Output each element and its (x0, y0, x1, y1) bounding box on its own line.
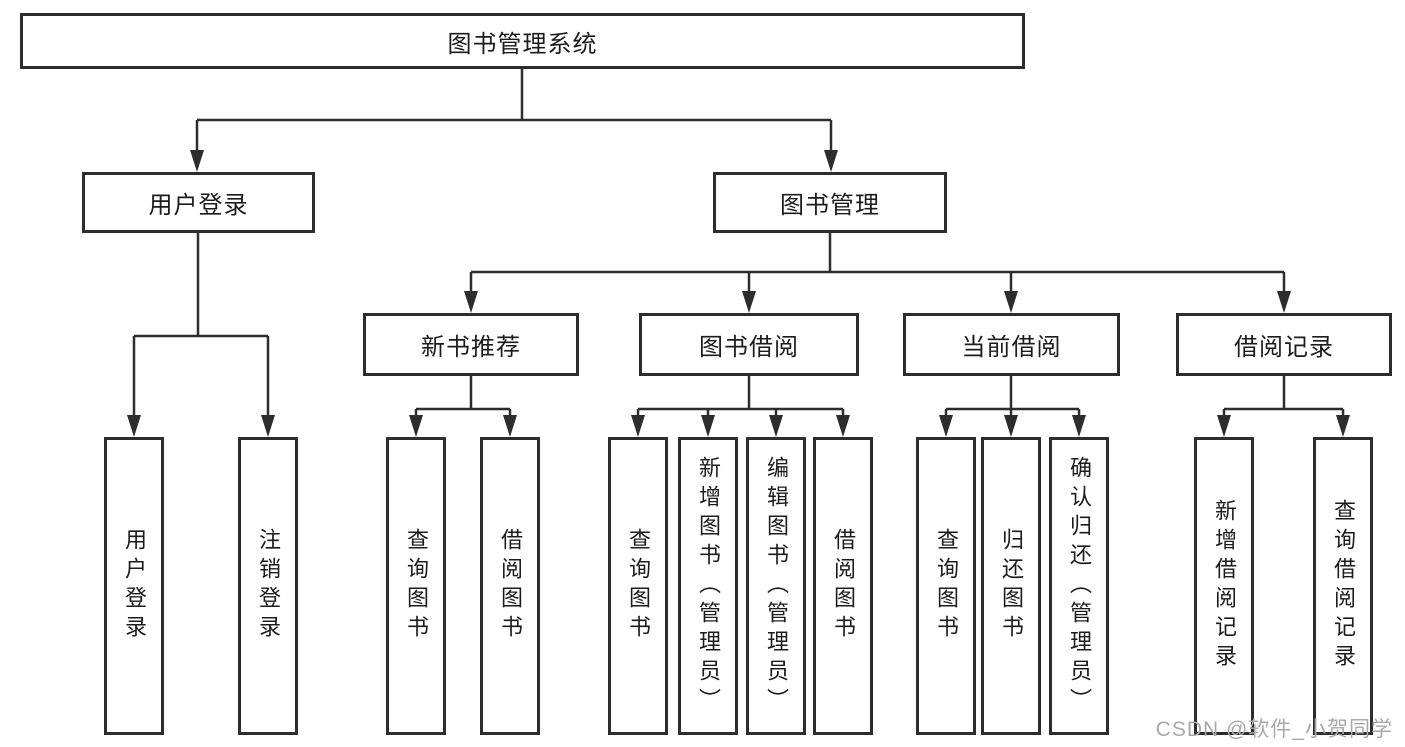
leaf-borrow-edit-books-admin: 编辑图书（管理员） (746, 437, 806, 735)
leaf-recommend-query-books: 查询图书 (386, 437, 446, 735)
arrow-down-icon (190, 150, 204, 172)
node-label: 新书推荐 (421, 334, 521, 361)
connector-userlogin-split (132, 232, 270, 420)
node-label: 当前借阅 (961, 334, 1062, 361)
leaf-recommend-borrow-books: 借阅图书 (480, 437, 540, 735)
node-label: 用户登录 (122, 528, 147, 644)
node-label: 新增借阅记录 (1212, 499, 1237, 673)
arrow-down-icon (1336, 415, 1350, 437)
arrow-down-icon (769, 415, 783, 437)
arrow-down-icon (127, 415, 141, 437)
node-label: 用户登录 (148, 192, 249, 219)
arrow-down-icon (261, 415, 275, 437)
arrow-down-icon (742, 291, 756, 313)
connector-current-split (944, 375, 1081, 420)
leaf-current-confirm-return-admin: 确认归还（管理员） (1049, 437, 1109, 735)
arrow-down-icon (503, 415, 517, 437)
node-label: 借阅图书 (831, 528, 856, 644)
arrow-down-icon (1217, 415, 1231, 437)
arrow-down-icon (464, 291, 478, 313)
node-user-login: 用户登录 (82, 172, 315, 233)
node-system-root: 图书管理系统 (20, 13, 1025, 69)
leaf-borrow-add-books-admin: 新增图书（管理员） (678, 437, 738, 735)
node-label: 确认归还（管理员） (1067, 455, 1092, 717)
leaf-user-login: 用户登录 (104, 437, 164, 735)
node-label: 图书管理 (780, 192, 880, 219)
connector-records-split (1222, 375, 1345, 420)
arrow-down-icon (1004, 291, 1018, 313)
leaf-current-return-books: 归还图书 (981, 437, 1041, 735)
node-book-management: 图书管理 (713, 172, 947, 233)
node-book-borrow: 图书借阅 (639, 313, 859, 376)
leaf-current-query-books: 查询图书 (916, 437, 976, 735)
leaf-records-query-record: 查询借阅记录 (1313, 437, 1373, 735)
node-label: 新增图书（管理员） (696, 455, 721, 717)
leaf-borrow-query-books: 查询图书 (608, 437, 668, 735)
arrow-down-icon (939, 415, 953, 437)
node-label: 借阅图书 (498, 528, 523, 644)
node-label: 图书借阅 (699, 334, 799, 361)
leaf-logout: 注销登录 (238, 437, 298, 735)
arrow-down-icon (631, 415, 645, 437)
node-borrow-records: 借阅记录 (1176, 313, 1392, 376)
node-label: 查询图书 (934, 528, 959, 644)
arrow-down-icon (836, 415, 850, 437)
leaf-records-add-record: 新增借阅记录 (1194, 437, 1254, 735)
connector-newrec-split (414, 375, 512, 420)
arrow-down-icon (701, 415, 715, 437)
arrow-down-icon (824, 150, 838, 172)
node-label: 编辑图书（管理员） (764, 455, 789, 717)
arrow-down-icon (1277, 291, 1291, 313)
arrow-down-icon (409, 415, 423, 437)
node-new-book-recommend: 新书推荐 (363, 313, 579, 376)
arrow-down-icon (1004, 415, 1018, 437)
node-current-borrow: 当前借阅 (903, 313, 1120, 376)
node-label: 图书管理系统 (447, 30, 598, 58)
node-label: 查询借阅记录 (1331, 499, 1356, 673)
node-label: 查询图书 (404, 528, 429, 644)
connector-bookmgmt-split (469, 232, 1286, 296)
csdn-watermark: CSDN @软件_小贺同学 (1155, 718, 1393, 741)
node-label: 注销登录 (256, 528, 281, 644)
connector-borrow-split (636, 375, 845, 420)
connector-root-split (195, 68, 833, 155)
node-label: 查询图书 (626, 528, 651, 644)
arrow-down-icon (1072, 415, 1086, 437)
node-label: 归还图书 (999, 528, 1024, 644)
node-label: 借阅记录 (1234, 334, 1334, 361)
leaf-borrow-borrow-books: 借阅图书 (813, 437, 873, 735)
